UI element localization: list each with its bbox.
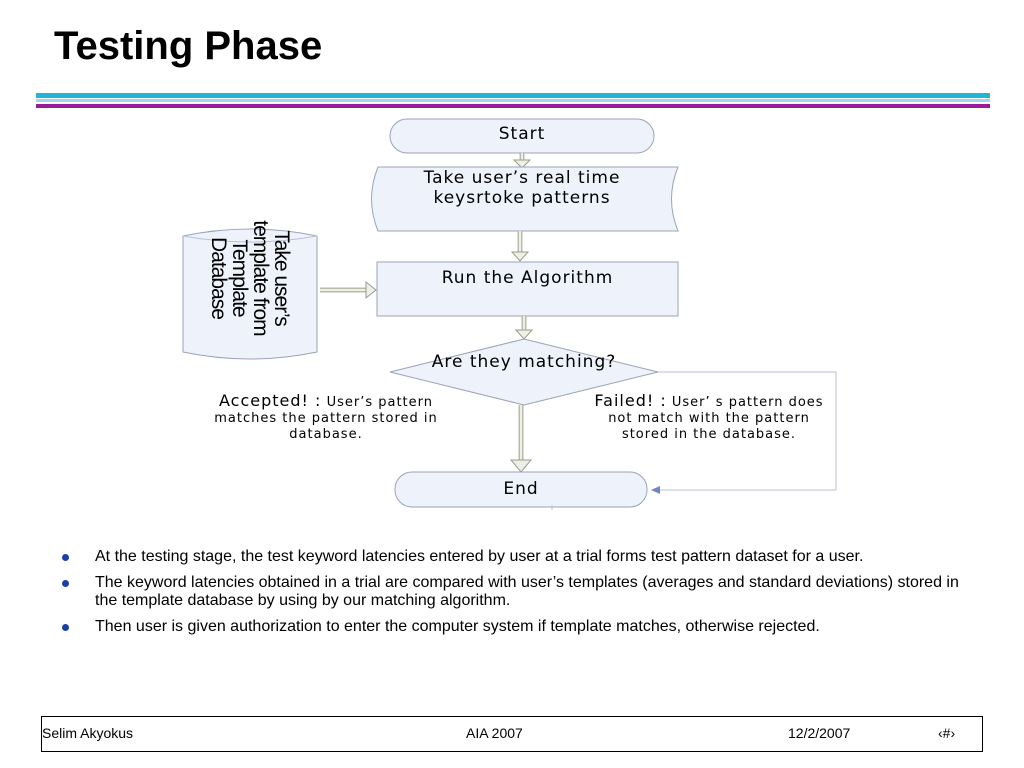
bullet-text: The keyword latencies obtained in a tria… <box>95 574 959 609</box>
connector-database-process <box>320 280 377 300</box>
input-label: Take user’s real time keysrtoke patterns <box>423 168 621 208</box>
connector-process-decision <box>514 316 534 340</box>
footer-event: AIA 2007 <box>466 725 523 741</box>
footer-date: 12/2/2007 <box>788 725 851 741</box>
connector-failed-end <box>651 371 837 494</box>
bullet-item: Then user is given authorization to ente… <box>62 618 972 636</box>
end-node <box>394 471 648 508</box>
footer-author: Selim Akyokus <box>42 725 134 741</box>
input-node <box>371 166 679 232</box>
database-node <box>182 228 318 360</box>
title-rule-cyan <box>36 93 990 98</box>
connector-input-process <box>510 231 530 262</box>
start-label: Start <box>498 124 546 144</box>
accepted-text: User’s pattern matches the pattern store… <box>214 395 438 442</box>
bullet-dot-icon <box>62 554 69 561</box>
slide-footer: Selim Akyokus AIA 2007 12/2/2007 ‹#› <box>41 716 983 752</box>
connector-start-input <box>512 153 532 169</box>
bullet-item: The keyword latencies obtained in a tria… <box>62 574 972 610</box>
decision-label: Are they matching? <box>431 352 617 372</box>
bullet-dot-icon <box>62 624 69 631</box>
accepted-lead: Accepted! : <box>219 391 322 410</box>
bullet-list: At the testing stage, the test keyword l… <box>62 548 972 644</box>
slide-title: Testing Phase <box>54 24 323 68</box>
bullet-text: Then user is given authorization to ente… <box>95 618 820 635</box>
end-label: End <box>503 479 539 499</box>
failed-text: User’ s pattern does not match with the … <box>608 395 824 442</box>
title-rule-light <box>36 99 990 102</box>
bullet-dot-icon <box>62 580 69 587</box>
accepted-note: Accepted! : User’s pattern matches the p… <box>206 393 446 443</box>
failed-lead: Failed! : <box>594 391 667 410</box>
bullet-text: At the testing stage, the test keyword l… <box>95 548 864 565</box>
bullet-item: At the testing stage, the test keyword l… <box>62 548 972 566</box>
title-rule-purple <box>36 104 990 108</box>
failed-note: Failed! : User’ s pattern does not match… <box>590 393 828 443</box>
connector-decision-end <box>509 405 533 473</box>
decision-node <box>389 338 659 406</box>
process-label: Run the Algorithm <box>441 268 614 288</box>
process-node <box>376 261 679 317</box>
footer-page-number: ‹#› <box>938 725 956 741</box>
database-label: Take user’s template from Template Datab… <box>207 220 293 336</box>
